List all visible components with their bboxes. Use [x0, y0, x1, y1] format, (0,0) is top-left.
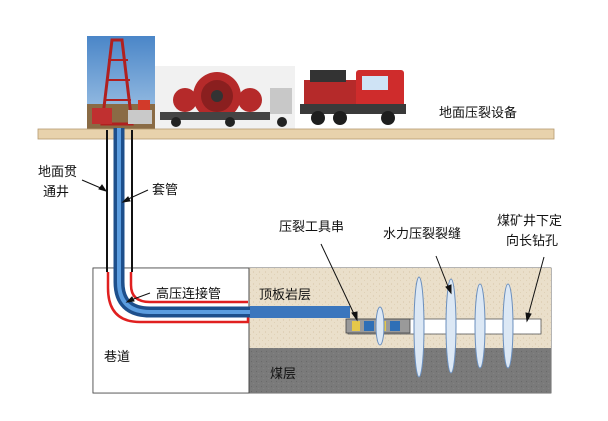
arrow-fracture	[435, 255, 450, 290]
label-surface-well-line2: 通井	[43, 185, 69, 200]
label-roadway: 巷道	[104, 350, 130, 365]
label-borehole-line1: 煤矿井下定	[497, 214, 562, 229]
hydraulic-fracture-5	[502, 283, 514, 369]
borehole-casing-segment	[250, 306, 350, 318]
coiled-tubing-truck-photo	[155, 66, 295, 130]
arrow-hp-pipe	[130, 292, 151, 301]
drilling-rig-photo	[87, 36, 155, 130]
label-casing: 套管	[152, 182, 178, 198]
hydraulic-fracture-4	[474, 283, 486, 369]
ground-surface	[37, 128, 555, 140]
label-surface-equipment: 地面压裂设备	[439, 105, 517, 121]
label-borehole-line2: 向长钻孔	[506, 233, 558, 249]
hydraulic-fracture-2	[413, 276, 425, 378]
label-roof-rock: 顶板岩层	[259, 288, 311, 303]
arrow-borehole	[527, 256, 545, 317]
hydraulic-fracture-1	[375, 306, 385, 346]
fracturing-pump-truck-photo	[298, 60, 410, 128]
coal-seam-layer	[249, 348, 551, 393]
label-surface-well-line1: 地面贯	[38, 165, 77, 180]
label-hp-connection-pipe: 高压连接管	[156, 286, 221, 302]
label-coal-seam: 煤层	[270, 367, 296, 382]
arrow-casing	[125, 189, 149, 201]
hp-pipe-outer	[106, 272, 250, 324]
label-frac-tool-string: 压裂工具串	[279, 220, 344, 235]
label-hydraulic-fracture: 水力压裂裂缝	[383, 227, 461, 242]
arrow-surface-well	[81, 179, 104, 190]
arrow-frac-tool	[320, 243, 356, 317]
hydraulic-fracture-3	[445, 278, 457, 374]
